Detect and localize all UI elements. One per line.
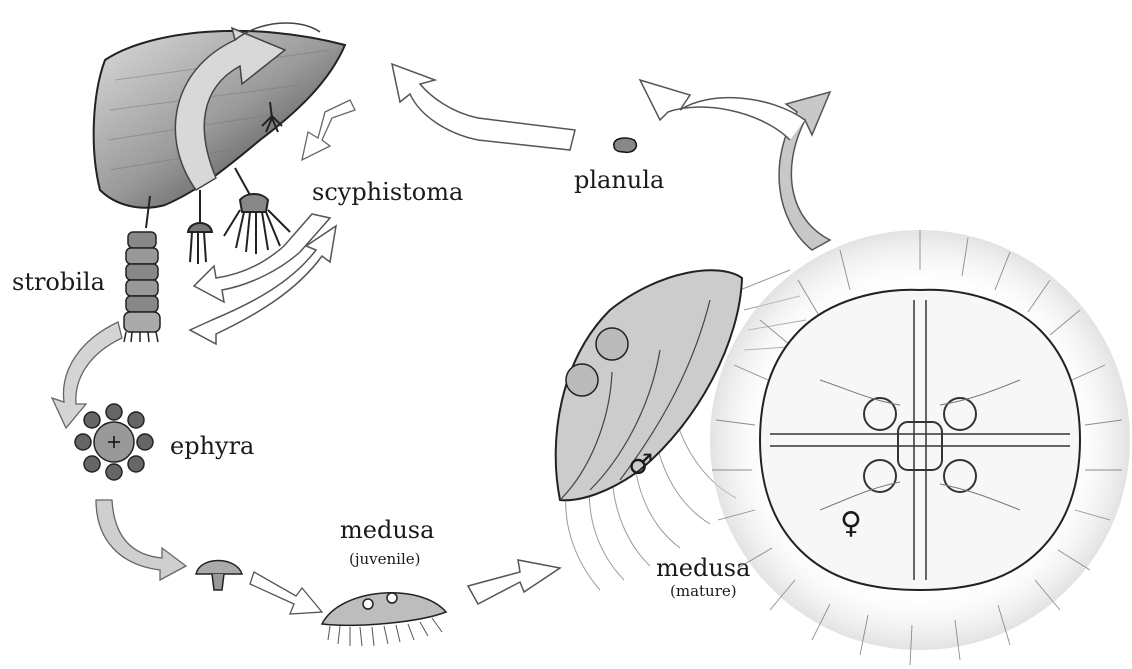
arrow-to-juvenile [250,572,322,614]
planula-illustration [614,138,637,152]
arrow-medusa-to-planula [640,80,830,250]
female-symbol: ♀ [840,506,862,541]
label-scyphistoma: scyphistoma [312,178,463,206]
arrow-juvenile-to-mature [468,560,560,604]
label-medusa-juvenile-sub: (juvenile) [349,550,421,568]
arrow-scyphistoma-small-down [302,100,355,160]
arrow-ephyra-down [96,500,186,580]
label-medusa-juvenile: medusa [340,516,434,544]
label-ephyra: ephyra [170,432,254,460]
arrow-planula-to-scyphistoma [392,64,575,150]
label-planula: planula [574,166,664,194]
juvenile-medusa-illustration [322,593,446,646]
female-medusa-illustration [710,230,1130,665]
label-medusa-mature: medusa [656,554,750,582]
male-symbol: ♂ [628,448,653,481]
ephyra-illustration [75,404,153,480]
young-ephyra-illustration [196,561,242,591]
strobila-stack [124,232,160,342]
label-medusa-mature-sub: (mature) [670,582,737,600]
label-strobila: strobila [12,268,105,296]
